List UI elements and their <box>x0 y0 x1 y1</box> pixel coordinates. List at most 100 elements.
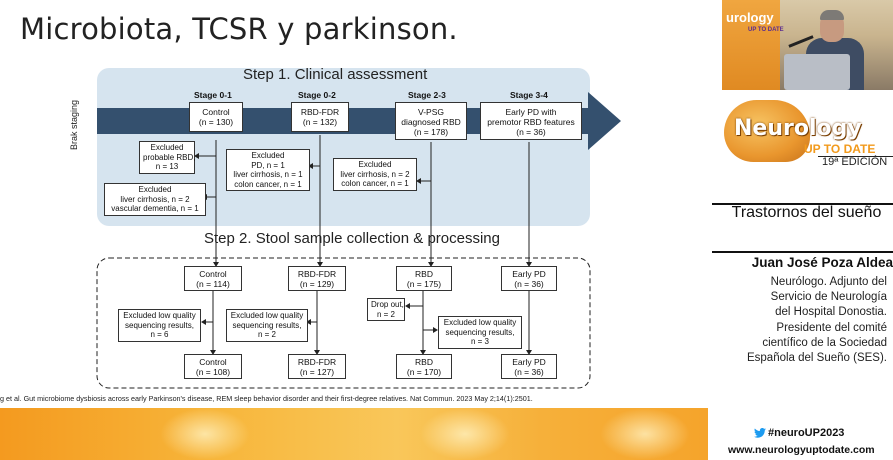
stage-box-vpsg-rbd: V-PSG diagnosed RBD (n = 178) <box>395 102 467 140</box>
speaker-webcam: urology UP TO DATE <box>722 0 893 90</box>
box-line: (n = 170) <box>406 367 442 377</box>
divider <box>712 203 893 205</box>
box-line: (n = 36) <box>516 127 546 137</box>
collected-box: Control (n = 114) <box>184 266 242 291</box>
excl-line: Excluded <box>358 160 392 169</box>
collected-box: RBD-FDR (n = 129) <box>288 266 346 291</box>
excl-line: Excluded <box>150 143 184 152</box>
box-line: V-PSG <box>418 107 444 117</box>
excl-line: sequencing results, <box>232 320 302 330</box>
citation-text: g et al. Gut microbiome dysbiosis across… <box>0 394 533 403</box>
box-line: (n = 175) <box>406 279 442 289</box>
excl-line: n = 3 <box>470 337 489 346</box>
excl-line: colon cancer, n = 1 <box>234 179 302 189</box>
box-line: RBD <box>415 269 433 279</box>
flow-diagram: Step 1. Clinical assessment Step 2. Stoo… <box>69 66 621 389</box>
webcam-banner-subtitle: UP TO DATE <box>748 27 784 33</box>
stage-box-rbd-fdr: RBD-FDR (n = 132) <box>291 102 349 132</box>
exclusion-box: Excluded low quality sequencing results,… <box>438 316 522 349</box>
session-title: Trastornos del sueño <box>731 204 882 221</box>
box-line: (n = 36) <box>514 367 544 377</box>
exclusion-box: Excluded low quality sequencing results,… <box>118 309 201 342</box>
excl-line: vascular dementia, n = 1 <box>111 204 199 213</box>
box-line: diagnosed RBD <box>401 117 461 127</box>
excl-line: n = 2 <box>376 309 395 319</box>
brain-icon <box>724 100 810 162</box>
box-line: Control <box>199 269 227 279</box>
webcam-banner-logo: urology <box>726 10 774 25</box>
bio-line: Neurólogo. Adjunto del <box>770 276 887 288</box>
excl-line: Excluded low quality <box>230 311 304 320</box>
presentation-slide: Microbiota, TCSR y parkinson. <box>0 12 621 403</box>
excl-line: Excluded low quality <box>443 318 517 327</box>
brand-name: Neurology <box>734 116 862 141</box>
collected-box: RBD (n = 175) <box>396 266 452 291</box>
braak-axis-label: Brak staging <box>69 99 79 151</box>
slide-title: Microbiota, TCSR y parkinson. <box>20 12 458 46</box>
box-line: Control <box>199 357 227 367</box>
exclusion-box: Excluded probable RBD, n = 13 <box>139 141 195 174</box>
box-line: (n = 178) <box>413 127 449 137</box>
excl-line: liver cirrhosis, n = 2 <box>120 194 190 204</box>
excl-line: liver cirrhosis, n = 1 <box>233 170 303 179</box>
box-line: (n = 127) <box>299 367 335 377</box>
exclusion-box: Excluded liver cirrhosis, n = 2 vascular… <box>104 183 206 216</box>
divider <box>712 251 893 253</box>
box-line: (n = 36) <box>514 279 544 289</box>
speaker-bio: Neurólogo. Adjunto del Servicio de Neuro… <box>712 275 887 366</box>
band-glow <box>160 408 250 460</box>
final-box: RBD (n = 170) <box>396 354 452 379</box>
twitter-icon <box>754 428 766 438</box>
excl-line: n = 2 <box>257 330 276 339</box>
stage-label: Stage 0-1 <box>194 90 232 100</box>
laptop <box>784 54 850 90</box>
stage-box-control: Control (n = 130) <box>189 102 243 132</box>
excl-line: probable RBD, <box>143 152 196 162</box>
excl-line: sequencing results, <box>125 320 194 330</box>
excl-line: Drop out, <box>371 300 404 309</box>
brand-subtitle: UP TO DATE <box>804 142 876 156</box>
stage-label: Stage 0-2 <box>298 90 336 100</box>
stage-label: Stage 3-4 <box>510 90 548 100</box>
event-website: www.neurologyuptodate.com <box>728 444 875 456</box>
bio-line: científico de la Sociedad <box>762 336 887 349</box>
bio-line: del Hospital Donostia. <box>775 306 887 319</box>
box-line: (n = 132) <box>302 117 338 127</box>
box-line: (n = 114) <box>196 279 230 289</box>
box-line: Control <box>202 107 230 117</box>
event-logo: Neurology UP TO DATE 19ª EDICIÓN <box>722 96 893 178</box>
exclusion-box: Excluded PD, n = 1 liver cirrhosis, n = … <box>226 149 310 191</box>
speaker-hair <box>820 10 844 20</box>
speaker-panel: urology UP TO DATE Neurology UP TO DATE … <box>708 0 893 460</box>
excl-line: PD, n = 1 <box>251 160 285 170</box>
brand-divider <box>818 156 893 157</box>
bio-line: Presidente del comité <box>776 321 887 334</box>
box-line: Early PD <box>512 269 546 279</box>
box-line: (n = 129) <box>299 279 335 289</box>
box-line: RBD <box>415 357 433 367</box>
box-line: RBD-FDR <box>300 107 340 117</box>
excl-line: Excluded <box>138 185 172 194</box>
excl-line: liver cirrhosis, n = 2 <box>340 169 410 179</box>
exclusion-box: Excluded low quality sequencing results,… <box>226 309 308 342</box>
bio-line: Española del Sueño (SES). <box>746 352 887 365</box>
excl-line: sequencing results, <box>445 327 515 337</box>
exclusion-box: Excluded liver cirrhosis, n = 2 colon ca… <box>333 158 417 191</box>
stage-box-early-pd: Early PD with premotor RBD features (n =… <box>480 102 582 140</box>
final-box: RBD-FDR (n = 127) <box>288 354 346 379</box>
final-box: Control (n = 108) <box>184 354 242 379</box>
exclusion-box: Drop out, n = 2 <box>367 298 405 321</box>
brand-edition: 19ª EDICIÓN <box>822 156 888 168</box>
excl-line: Excluded low quality <box>123 311 196 320</box>
event-hashtag: #neuroUP2023 <box>768 427 845 439</box>
speaker-name: Juan José Poza Aldea <box>751 255 893 270</box>
excl-line: Excluded <box>251 151 285 160</box>
box-line: Early PD with <box>505 107 557 117</box>
collected-box: Early PD (n = 36) <box>501 266 557 291</box>
band-glow <box>600 408 690 460</box>
excl-line: n = 13 <box>155 162 179 171</box>
stage-label: Stage 2-3 <box>408 90 446 100</box>
box-line: (n = 108) <box>195 367 231 377</box>
box-line: Early PD <box>512 357 546 367</box>
staging-arrow <box>97 92 621 150</box>
